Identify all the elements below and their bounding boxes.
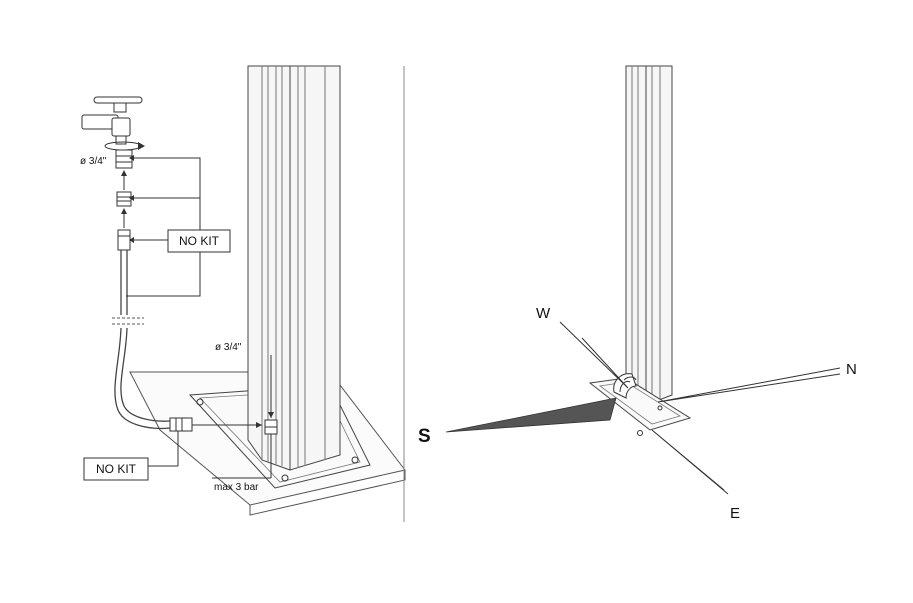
pressure-indicator: max 3 bar [212, 434, 272, 493]
compass-south-label: S [418, 426, 431, 447]
compass-west-label: W [536, 305, 551, 322]
no-kit-box-bottom: NO KIT [83, 457, 149, 481]
no-kit-label-top: NO KIT [179, 234, 220, 248]
hose-connector [117, 229, 131, 251]
diameter-label-tap: ø 3/4" [80, 156, 107, 167]
no-kit-box-top: NO KIT [167, 229, 231, 253]
tap-adapter [115, 149, 133, 169]
diameter-label-base: ø 3/4" [215, 342, 242, 353]
compass-pointers [445, 321, 841, 495]
pressure-label: max 3 bar [214, 482, 259, 493]
south-shadow-wedge [445, 397, 617, 433]
shower-column [247, 65, 341, 471]
left-panel: ø 3/4" ø 3/4" [80, 65, 406, 516]
no-kit-bracket-top [126, 155, 201, 297]
arrow-up-2 [121, 208, 127, 228]
compass-north-label: N [846, 361, 857, 378]
quick-connector [116, 191, 132, 207]
garden-hose [112, 250, 262, 432]
right-panel: W N S E [418, 65, 857, 522]
shower-column-right [625, 65, 673, 406]
arrow-up-1 [121, 170, 127, 190]
no-kit-label-bottom: NO KIT [96, 462, 137, 476]
compass-east-label: E [730, 505, 740, 522]
tap-icon [81, 96, 143, 145]
no-kit-bracket-bottom [148, 431, 179, 467]
